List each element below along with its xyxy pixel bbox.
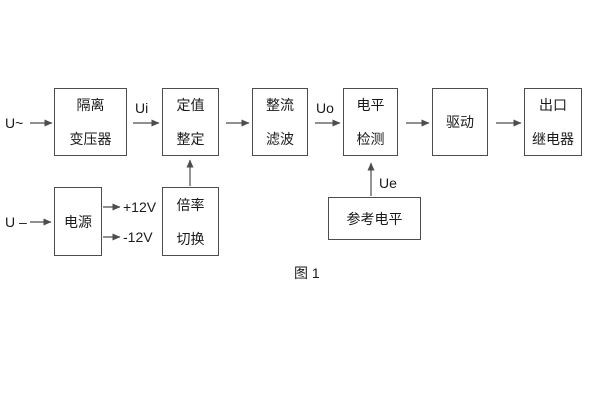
- block-label: 整定: [176, 131, 205, 147]
- block-label: 电平: [356, 97, 385, 113]
- label-plus-12v: +12V: [123, 199, 157, 215]
- block-isolation-transformer: 隔离 变压器: [54, 88, 127, 156]
- block-rectifier-filter: 整流 滤波: [252, 88, 308, 156]
- block-label: 出口: [539, 97, 567, 113]
- figure-caption: 图 1: [294, 265, 320, 281]
- block-label: 定值: [176, 97, 205, 113]
- block-reference-level: 参考电平: [328, 197, 421, 240]
- block-ratio-switch: 倍率 切换: [162, 187, 219, 256]
- block-label: 电源: [64, 213, 92, 230]
- label-uo: Uo: [316, 100, 334, 116]
- label-input-dc: U –: [5, 214, 27, 230]
- block-label: 滤波: [266, 131, 294, 147]
- block-driver: 驱动: [432, 88, 488, 156]
- block-label: 倍率: [176, 196, 205, 213]
- block-label: 隔离: [76, 97, 105, 113]
- block-label: 切换: [176, 230, 205, 247]
- block-label: 驱动: [446, 114, 474, 130]
- label-input-ac: U~: [5, 115, 24, 131]
- block-label: 继电器: [532, 131, 574, 147]
- block-level-detection: 电平 检测: [343, 88, 398, 156]
- label-minus-12v: -12V: [123, 229, 153, 245]
- block-label: 整流: [266, 97, 294, 113]
- block-output-relay: 出口 继电器: [524, 88, 582, 156]
- block-label: 检测: [356, 131, 385, 147]
- label-ui: Ui: [135, 100, 149, 116]
- block-power-supply: 电源: [54, 187, 102, 256]
- block-label: 变压器: [69, 131, 112, 147]
- label-ue: Ue: [379, 175, 397, 191]
- block-value-setting: 定值 整定: [162, 88, 219, 156]
- block-label: 参考电平: [346, 210, 403, 227]
